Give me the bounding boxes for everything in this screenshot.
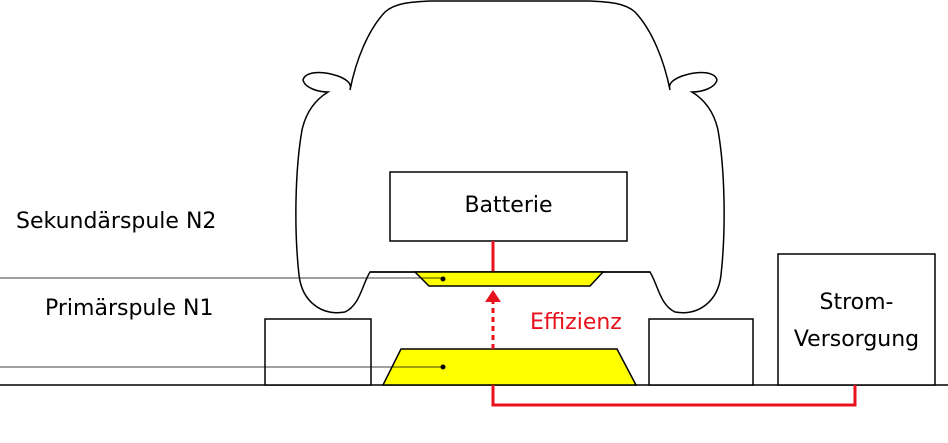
power-supply-label-1: Strom- xyxy=(819,290,894,315)
secondary-coil-dot xyxy=(440,276,446,282)
car-outline xyxy=(295,0,725,314)
power-supply-box xyxy=(777,253,936,386)
secondary-coil xyxy=(413,271,605,287)
primary-coil xyxy=(381,348,638,386)
battery-box xyxy=(389,171,628,242)
supply-wire xyxy=(491,385,857,407)
right-wheel-block xyxy=(648,318,754,386)
left-wheel-block xyxy=(264,318,372,386)
efficiency-label: Effizienz xyxy=(530,310,622,335)
power-supply-label-2: Versorgung xyxy=(793,327,920,352)
battery-label: Batterie xyxy=(464,193,553,218)
arrow-head-icon xyxy=(485,290,501,302)
primary-coil-dot xyxy=(440,364,446,370)
secondary-coil-label: Sekundärspule N2 xyxy=(16,209,217,234)
primary-coil-label: Primärspule N1 xyxy=(45,296,214,321)
